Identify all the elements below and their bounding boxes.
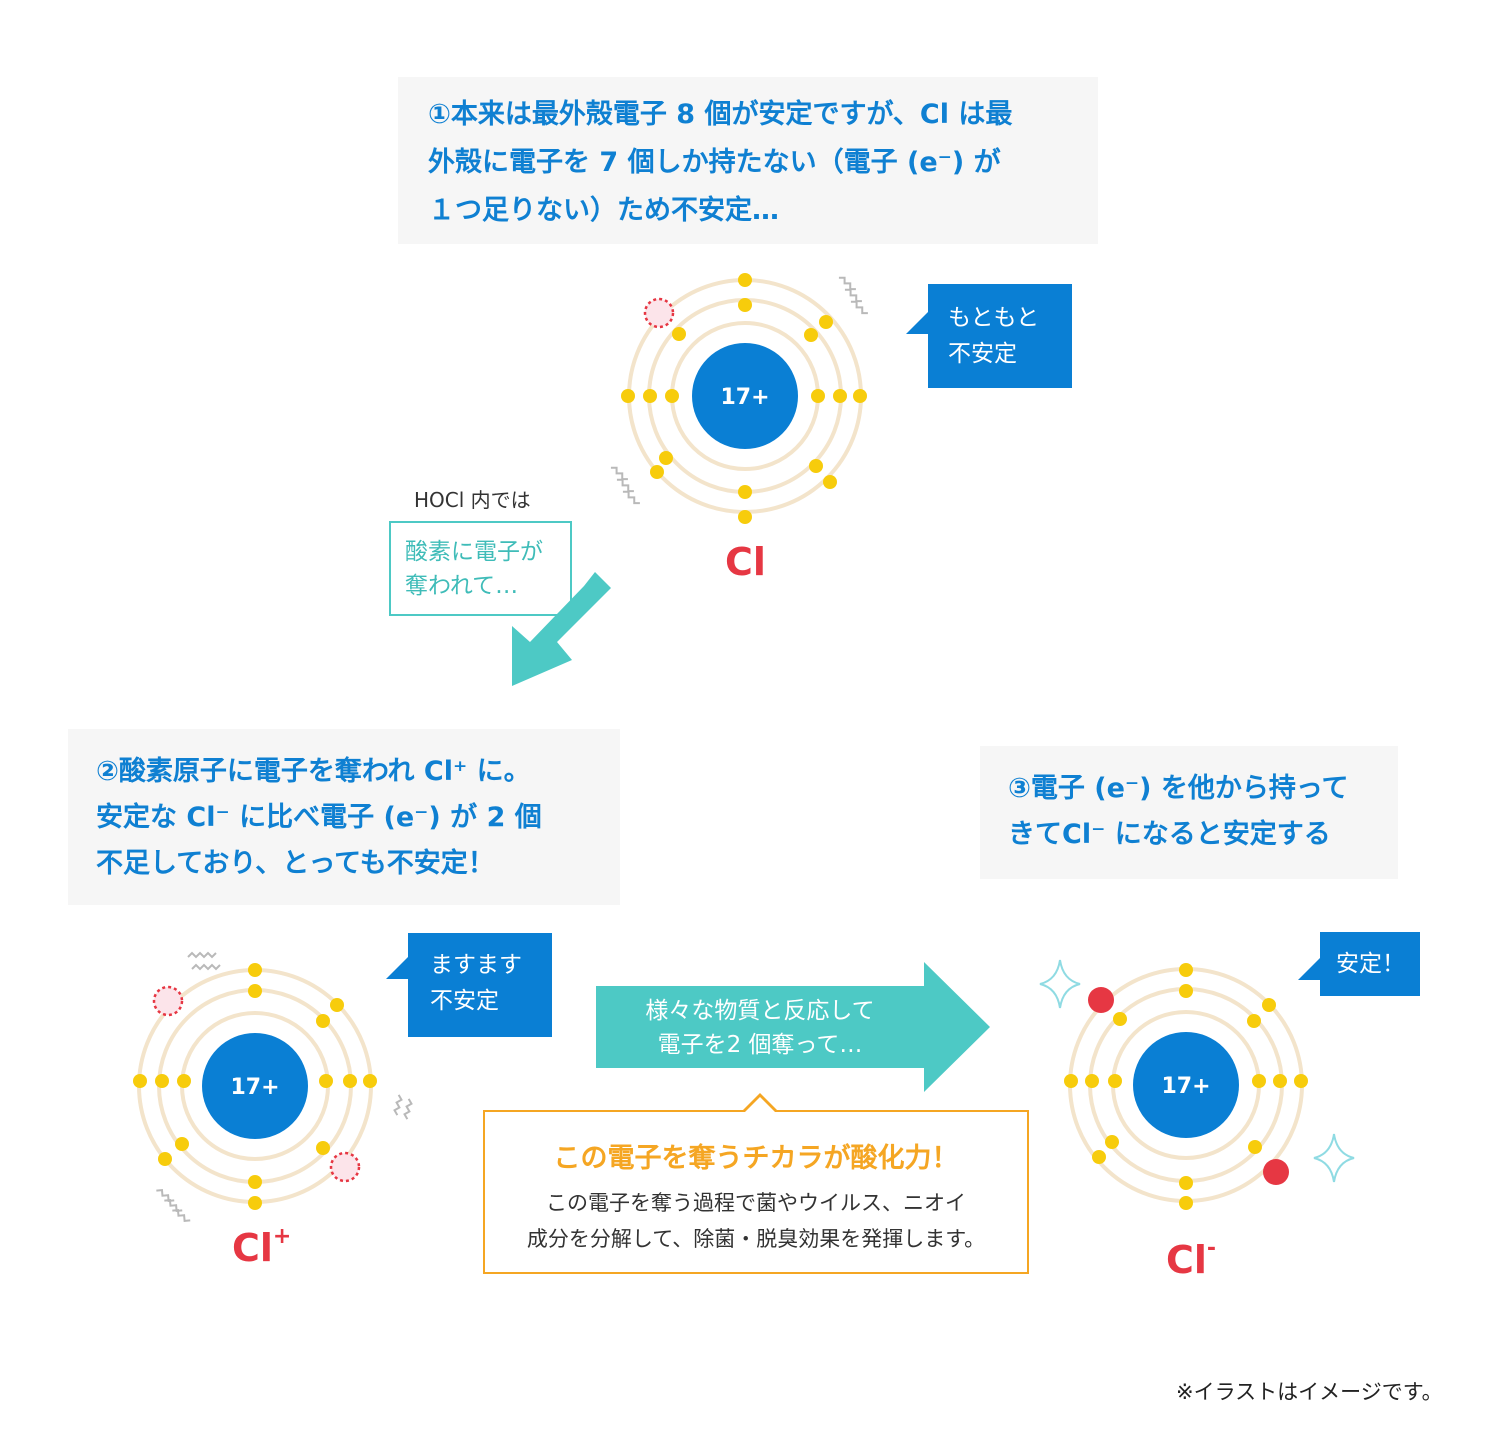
atom-clplus-diagram: 17+: [133, 951, 413, 1222]
vibration-mark-bottom-left: [610, 466, 640, 505]
reaction-arrow-text: 様々な物質と反応して 電子を2 個奪って…: [596, 994, 924, 1062]
oxidation-line-2: 成分を分解して、除菌・脱臭効果を発揮します。: [526, 1227, 986, 1251]
bubble-line-1: もともと: [948, 305, 1040, 331]
step2-line-2: 安定な Cl⁻ に比べ電子 (e⁻) が 2 個: [96, 802, 542, 833]
electrons: [1064, 963, 1308, 1210]
step3-line-1: ③電子 (e⁻) を他から持って: [1008, 773, 1349, 804]
sparkle-icon-left: [1039, 959, 1081, 1009]
callout-pointer-inner: [745, 1097, 775, 1112]
hocl-box: 酸素に電子が 奪われて…: [389, 521, 572, 616]
reaction-line-1: 様々な物質と反応して: [645, 998, 875, 1024]
nucleus-charge: 17+: [230, 1075, 279, 1100]
reaction-arrow: [596, 962, 990, 1092]
nucleus-charge: 17+: [720, 385, 769, 410]
charge-superscript: -: [1206, 1236, 1217, 1262]
nucleus: [202, 1033, 308, 1139]
charge-superscript: +: [272, 1224, 292, 1250]
vibration-mark-top-right: [838, 276, 868, 315]
vibration-mark-bottom-left: [156, 1188, 191, 1222]
bubble-line-1: ますます: [430, 952, 522, 978]
bubble-tail: [1298, 958, 1320, 980]
atom-clminus-label: Cl-: [1166, 1236, 1217, 1282]
sparkle-icon-right: [1313, 1133, 1355, 1183]
atom-clminus-diagram: 17+: [1039, 959, 1355, 1210]
gained-electrons: [1088, 987, 1289, 1185]
electron-vacancy: [643, 297, 675, 329]
step1-line-1: ①本来は最外殻電子 8 個が安定ですが、Cl は最: [428, 99, 1013, 130]
step3-text-box: ③電子 (e⁻) を他から持って きてCl⁻ になると安定する: [980, 746, 1398, 879]
bubble-line-2: 不安定: [430, 988, 499, 1014]
step2-text-box: ②酸素原子に電子を奪われ Cl⁺ に。 安定な Cl⁻ に比べ電子 (e⁻) が…: [68, 729, 620, 905]
step3-line-2: きてCl⁻ になると安定する: [1008, 819, 1331, 850]
atom-cl-diagram: 17+: [610, 273, 868, 524]
atom-clplus-label: Cl+: [232, 1224, 292, 1270]
bubble-line-1: 安定！: [1336, 951, 1405, 977]
step1-line-2: 外殻に電子を 7 個しか持たない（電子 (e⁻) が: [428, 147, 1001, 178]
footnote: ※イラストはイメージです。: [1176, 1380, 1443, 1404]
bubble-originally-unstable: もともと 不安定: [906, 284, 1072, 388]
bubble-more-unstable: ますます 不安定: [386, 933, 552, 1037]
vibration-mark-right: [393, 1094, 413, 1120]
reaction-line-2: 電子を2 個奪って…: [657, 1032, 863, 1058]
electrons: [621, 273, 867, 524]
nucleus: [692, 343, 798, 449]
step2-line-3: 不足しており、とっても不安定！: [96, 848, 495, 879]
hocl-caption: HOCl 内では: [414, 488, 531, 512]
oxidation-line-1: この電子を奪う過程で菌やウイルス、ニオイ: [546, 1191, 966, 1215]
step1-line-3: １つ足りない）ため不安定…: [428, 195, 779, 226]
atom-cl-label: Cl: [725, 540, 766, 584]
diagonal-arrow: [512, 572, 611, 686]
nucleus: [1133, 1032, 1239, 1138]
oxidation-body: この電子を奪う過程で菌やウイルス、ニオイ 成分を分解して、除菌・脱臭効果を発揮し…: [485, 1185, 1027, 1257]
electron-vacancies: [152, 985, 361, 1183]
electrons: [133, 963, 377, 1210]
oxidation-callout: この電子を奪うチカラが酸化力！ この電子を奪う過程で菌やウイルス、ニオイ 成分を…: [483, 1093, 1029, 1274]
step2-line-1: ②酸素原子に電子を奪われ Cl⁺ に。: [96, 756, 531, 787]
bubble-tail: [386, 957, 408, 979]
bubble-stable: 安定！: [1298, 932, 1420, 996]
bubble-tail: [906, 312, 928, 334]
bubble-line-2: 不安定: [948, 341, 1017, 367]
hocl-box-line-2: 奪われて…: [405, 573, 519, 599]
hocl-box-line-1: 酸素に電子が: [405, 539, 543, 565]
vibration-mark-top-left: [187, 951, 221, 971]
step1-text-box: ①本来は最外殻電子 8 個が安定ですが、Cl は最 外殻に電子を 7 個しか持た…: [398, 77, 1098, 244]
oxidation-title: この電子を奪うチカラが酸化力！: [553, 1143, 959, 1174]
nucleus-charge: 17+: [1161, 1074, 1210, 1099]
